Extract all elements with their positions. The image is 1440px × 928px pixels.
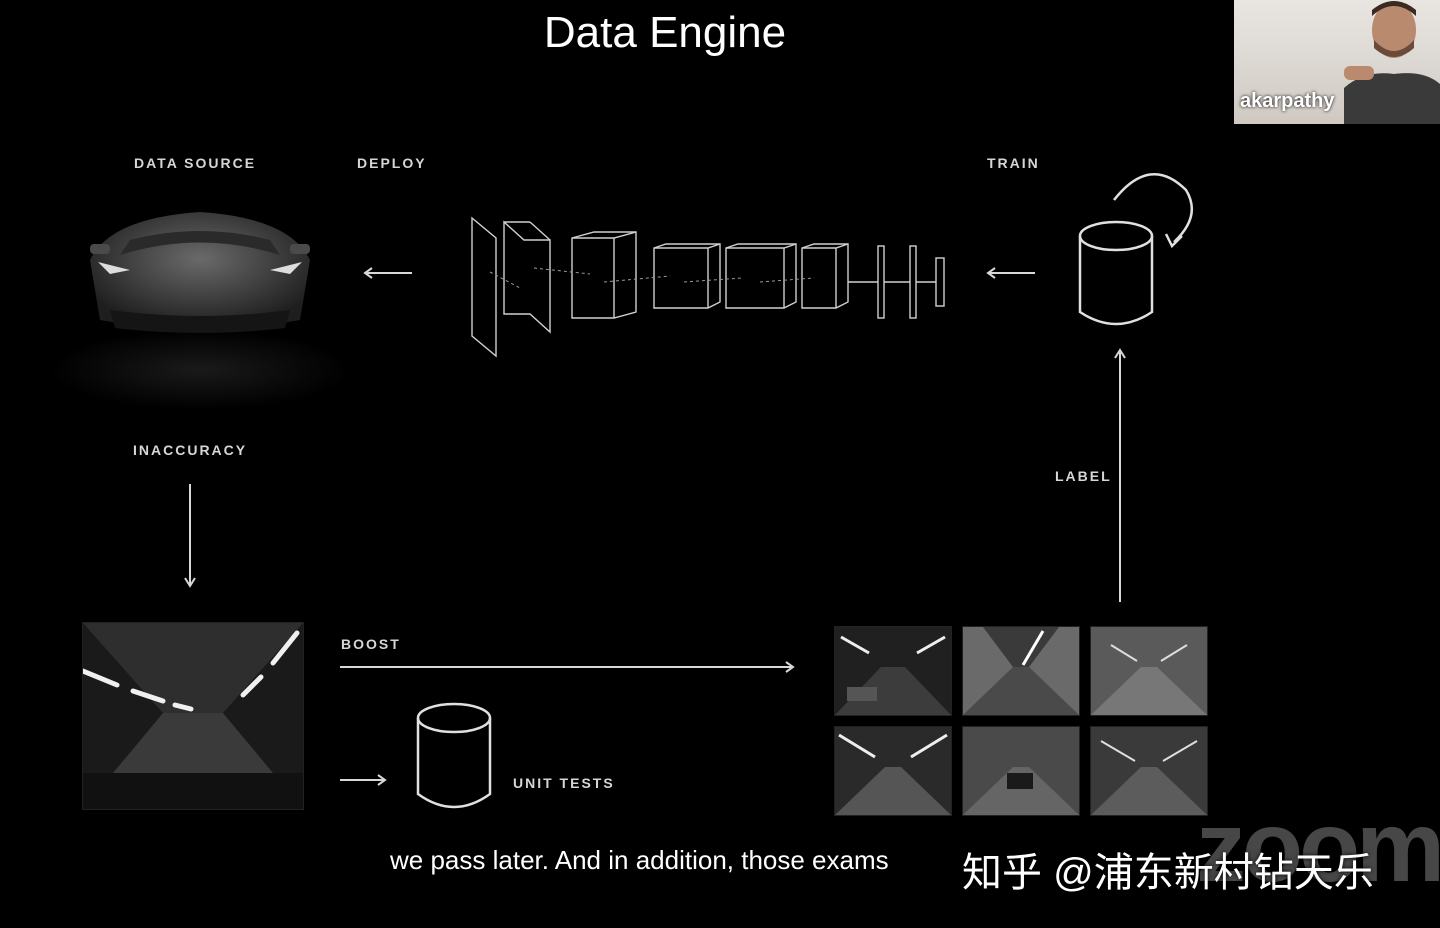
participant-video-frame — [1344, 1, 1440, 124]
label-label: LABEL — [1055, 468, 1112, 484]
participant-name: akarpathy — [1240, 90, 1335, 112]
grid-photo — [962, 626, 1080, 716]
train-database-icon — [1078, 173, 1194, 326]
label-inaccuracy: INACCURACY — [133, 442, 248, 458]
slide-title: Data Engine — [543, 8, 787, 57]
grid-photo — [962, 726, 1080, 816]
neural-network-diagram — [471, 216, 945, 358]
grid-photo — [1090, 626, 1208, 716]
label-boost: BOOST — [341, 636, 401, 652]
label-deploy: DEPLOY — [357, 155, 427, 171]
arrow-left-icon — [363, 267, 412, 279]
tunnel-photo — [82, 622, 304, 810]
grid-photo — [834, 626, 952, 716]
label-train: TRAIN — [987, 155, 1040, 171]
arrow-right-icon — [340, 774, 387, 786]
car-image — [50, 212, 350, 410]
arrow-down-icon — [184, 484, 196, 588]
grid-photo — [834, 726, 952, 816]
subtitle-caption: we pass later. And in addition, those ex… — [390, 845, 889, 875]
grid-photo — [1090, 726, 1208, 816]
participant-video-tile[interactable]: akarpathy — [1234, 0, 1440, 124]
labeled-image-grid — [834, 626, 1208, 816]
label-data-source: DATA SOURCE — [134, 155, 257, 171]
arrow-right-icon — [340, 661, 795, 673]
arrow-left-icon — [986, 267, 1035, 279]
arrow-up-icon — [1114, 348, 1126, 602]
unit-tests-database-icon — [416, 702, 492, 809]
label-unit-tests: UNIT TESTS — [513, 775, 615, 791]
zoom-watermark: zoom — [1196, 791, 1440, 903]
site-watermark: 知乎 @浦东新村钻天乐 — [962, 851, 1374, 895]
